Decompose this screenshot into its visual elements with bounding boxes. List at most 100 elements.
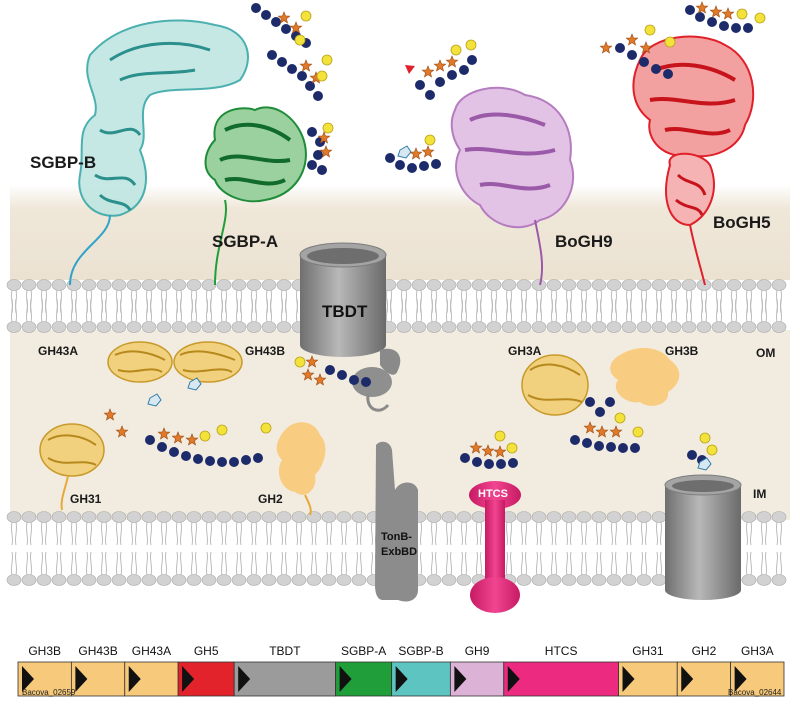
glucose-residue [317,165,327,175]
bogh5-label: BoGH5 [713,213,771,232]
bogh9-protein[interactable] [450,86,575,286]
xylose-residue [599,41,613,54]
xylose-residue [103,408,117,421]
om-label: OM [756,346,776,360]
glucose-residue [707,17,717,27]
glucose-residue [496,459,506,469]
glucose-residue [447,70,457,80]
glucose-residue [419,161,429,171]
galactose-residue [494,430,506,442]
xylose-residue [305,355,319,368]
xylose-residue [409,147,423,160]
gene-direction-arrow [22,666,34,692]
galactose-residue [736,8,748,20]
glucose-residue [241,455,251,465]
galactose-residue [424,134,436,146]
gh43b-label: GH43B [245,344,286,358]
glucose-residue [385,153,395,163]
galactose-residue [260,422,272,434]
xylose-residue [421,65,435,78]
xylose-residue [721,7,735,20]
htcs-sensor[interactable] [469,481,521,613]
locus-start-tag: Bacova_02659 [22,688,76,697]
glucose-residue [651,64,661,74]
gene-tbdt[interactable] [233,661,337,697]
glucose-residue [435,77,445,87]
gh3a-enzyme[interactable] [521,354,589,416]
glucose-residue [687,450,697,460]
gh31-label: GH31 [70,492,102,506]
galactose-residue [294,356,306,368]
galactose-residue [754,12,766,24]
glucose-residue [305,81,315,91]
xylose-residue [185,433,199,446]
gene-direction-arrow [734,666,747,692]
gene-label: GH43B [78,644,118,658]
xylose-residue [469,441,483,454]
sgbp-a-label: SGBP-A [212,232,279,251]
glucose-residue [508,458,518,468]
glucose-residue [415,80,425,90]
glucose-residue [271,17,281,27]
tonb-exbbd-complex[interactable] [375,441,418,602]
xylose-residue [277,11,291,24]
glucose-residue [297,71,307,81]
galactose-residue [644,24,656,36]
glucose-residue [181,451,191,461]
gh2-enzyme[interactable] [276,422,326,516]
glucose-residue [253,453,263,463]
glucose-residue [313,150,323,160]
gene-direction-arrow [182,666,195,692]
gene-label: GH9 [464,644,490,658]
xylose-residue [609,425,623,438]
gene-direction-arrow [395,666,408,692]
gene-direction-arrow [507,666,520,692]
glucose-residue [460,453,470,463]
glucose-residue [145,435,155,445]
glucose-residue [193,454,203,464]
glucose-residue [582,438,592,448]
gh3b-enzyme[interactable] [610,348,680,406]
glucose-residue [484,459,494,469]
xylose-residue [157,427,171,440]
glucose-residue [663,69,673,79]
glucose-residue [325,365,335,375]
glucose-residue [261,10,271,20]
oligosaccharides [103,1,766,471]
glucose-residue [205,456,215,466]
glucose-residue [606,442,616,452]
glucose-residue [594,441,604,451]
im-transporter-barrel[interactable] [664,474,742,600]
bogh5-protein[interactable] [632,35,755,286]
gh43a-enzyme[interactable] [107,341,173,383]
xylose-residue [695,1,709,14]
xylose-residue [421,145,435,158]
sgbp-b-protein[interactable] [69,19,249,286]
gh31-enzyme[interactable] [39,423,105,511]
glucose-residue [395,160,405,170]
xylose-residue [493,445,507,458]
tbdt-barrel[interactable] [299,242,401,412]
glucose-residue [639,57,649,67]
glucose-residue [425,90,435,100]
glucose-residue [595,407,605,417]
galactose-residue [450,44,462,56]
glucose-residue [407,163,417,173]
gene-direction-arrow [622,666,635,692]
sgbp-b-label: SGBP-B [30,153,97,172]
gene-label: GH3B [28,644,62,658]
glucose-residue [287,64,297,74]
gene-htcs[interactable] [503,661,619,697]
gene-direction-arrow [681,666,694,692]
galactose-residue [322,122,334,134]
galactose-residue [632,426,644,438]
xylose-residue [171,431,185,444]
gh43b-enzyme[interactable] [173,341,243,383]
sgbp-a-protein[interactable] [204,106,307,286]
glucose-residue [615,43,625,53]
glucose-residue [605,397,615,407]
xylose-residue [319,145,333,158]
gene-label: GH43A [131,644,172,658]
im-label: IM [753,487,767,501]
glucose-residue [472,457,482,467]
